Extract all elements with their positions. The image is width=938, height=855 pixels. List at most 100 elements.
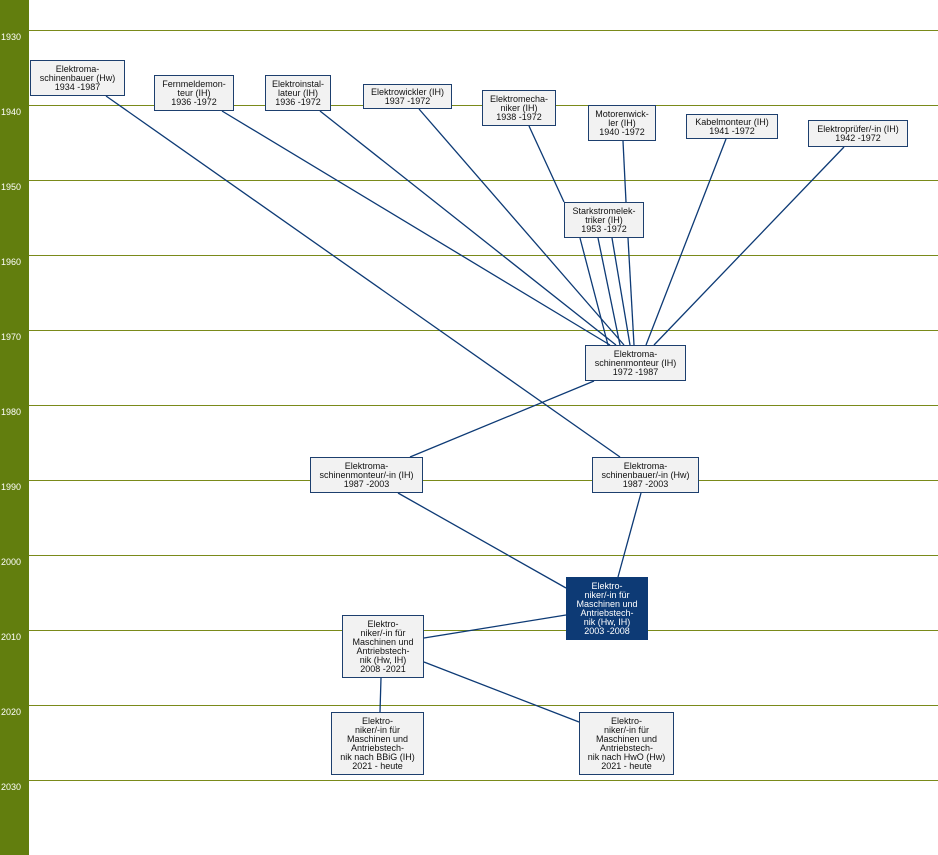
node-text-line: Elektromecha- [489,93,549,104]
node-text-line: ler (IH) [608,117,636,128]
year-label: 1940 [1,107,22,117]
year-label: 1950 [1,182,22,192]
node-text-line: niker/-in für [360,627,406,638]
node-elektromaschinenbauer-in-1987[interactable]: Elektroma-schinenbauer/-in (Hw)1987 -200… [592,457,699,493]
node-elektromaschinenbauer-hw-1934[interactable]: Elektroma-schinenbauer (Hw)1934 -1987 [30,60,125,96]
node-elektropruefer-1942[interactable]: Elektroprüfer/-in (IH)1942 -1972 [808,120,908,147]
connector-line [579,237,609,346]
node-motorenwickler-1940[interactable]: Motorenwick-ler (IH)1940 -1972 [588,105,656,141]
node-text-line: Kabelmonteur (IH) [695,116,769,127]
node-elektromaschinenmonteur-in-1987[interactable]: Elektroma-schinenmonteur/-in (IH)1987 -2… [310,457,423,493]
node-text-line: lateur (IH) [277,87,318,98]
node-text-line: 2021 - heute [352,760,403,771]
node-text-line: niker/-in für [603,724,649,735]
gridline-2010 [29,630,938,631]
node-elektrowickler-1937[interactable]: Elektrowickler (IH)1937 -1972 [363,84,452,109]
node-text-line: Antriebstech- [356,645,410,656]
gridline-2000 [29,555,938,556]
node-text-line: 1942 -1972 [835,132,881,143]
node-text-line: 1934 -1987 [54,81,101,92]
node-text-line: niker/-in für [584,589,630,600]
node-text-line: Elektroprüfer/-in (IH) [817,123,899,134]
year-label: 2000 [1,557,22,567]
node-text-line: schinenbauer (Hw) [39,72,116,83]
connector-line [528,125,565,203]
node-text-line: nik nach HwO (Hw) [587,751,666,762]
year-label: 1970 [1,332,22,342]
connector-line [597,237,621,346]
node-text-line: 1953 -1972 [581,223,627,234]
node-text-line: Elektroma- [623,460,668,471]
node-elektroinstallateur-1936[interactable]: Elektroinstal-lateur (IH)1936 -1972 [265,75,331,111]
node-text-line: Antriebstech- [599,742,654,753]
node-starkstromelektriker-1953[interactable]: Starkstromelek-triker (IH)1953 -1972 [564,202,644,238]
node-text-line: Maschinen und [346,733,409,744]
node-text-line: 1937 -1972 [384,95,431,106]
node-kabelmonteur-1941[interactable]: Kabelmonteur (IH)1941 -1972 [686,114,778,139]
node-text-line: nik (Hw, IH) [583,616,631,627]
connector-line [105,95,621,458]
node-text-line: 1987 -2003 [343,478,390,489]
year-label: 1990 [1,482,22,492]
node-text-line: 2008 -2021 [360,663,406,674]
node-text-line: Elektro- [610,715,642,726]
node-fernmeldemonteur-1936[interactable]: Fernmeldemon-teur (IH)1936 -1972 [154,75,234,111]
node-text-line: Elektroinstal- [271,78,325,89]
node-text-line: nik nach BBiG (IH) [340,751,415,762]
node-text-line: Fernmeldemon- [162,78,226,89]
connector-line [379,677,382,713]
node-text-line: 1987 -2003 [622,478,669,489]
node-text-line: 2021 - heute [601,760,652,771]
node-text-line: niker (IH) [500,102,538,113]
node-text-line: Elektroma- [55,63,100,74]
gridline-1950 [29,180,938,181]
node-text-line: 1941 -1972 [709,125,755,136]
gridline-1980 [29,405,938,406]
node-text-line: schinenmonteur (IH) [594,357,677,368]
node-text-line: schinenmonteur/-in (IH) [319,469,414,480]
node-text-line: 1938 -1972 [496,111,542,122]
gridline-2030 [29,780,938,781]
node-text-line: schinenbauer/-in (Hw) [601,469,690,480]
node-text-line: 1940 -1972 [599,126,645,137]
node-text-line: Starkstromelek- [572,205,636,216]
connector-line [622,140,627,203]
node-text-line: triker (IH) [585,214,623,225]
connector-line [418,108,625,346]
node-elektromaschinenmonteur-1972[interactable]: Elektroma-schinenmonteur (IH)1972 -1987 [585,345,686,381]
year-label: 2030 [1,782,22,792]
connector-line [423,661,580,723]
node-text-line: Maschinen und [576,598,638,609]
connector-line [423,614,567,639]
connector-line [611,237,631,346]
connector-line [409,380,595,458]
year-label: 2010 [1,632,22,642]
node-text-line: teur (IH) [177,87,211,98]
node-text-line: 2003 -2008 [584,625,630,636]
year-label: 1960 [1,257,22,267]
year-label: 1980 [1,407,22,417]
node-elektromechaniker-1938[interactable]: Elektromecha-niker (IH)1938 -1972 [482,90,556,126]
node-text-line: Antriebstech- [350,742,405,753]
gridline-1990 [29,480,938,481]
node-text-line: Elektroma- [613,348,658,359]
node-text-line: 1972 -1987 [612,366,659,377]
node-text-line: 1936 -1972 [171,96,217,107]
node-text-line: Elektrowickler (IH) [370,86,444,97]
connector-line [645,138,727,346]
year-label: 2020 [1,707,22,717]
node-text-line: Elektro- [591,580,623,591]
connector-line [221,110,611,346]
node-text-line: nik (Hw, IH) [359,654,407,665]
gridline-1960 [29,255,938,256]
connector-line [653,146,845,346]
gridline-1970 [29,330,938,331]
connector-line [319,110,617,346]
node-text-line: Motorenwick- [595,108,649,119]
node-text-line: Antriebstech- [580,607,634,618]
